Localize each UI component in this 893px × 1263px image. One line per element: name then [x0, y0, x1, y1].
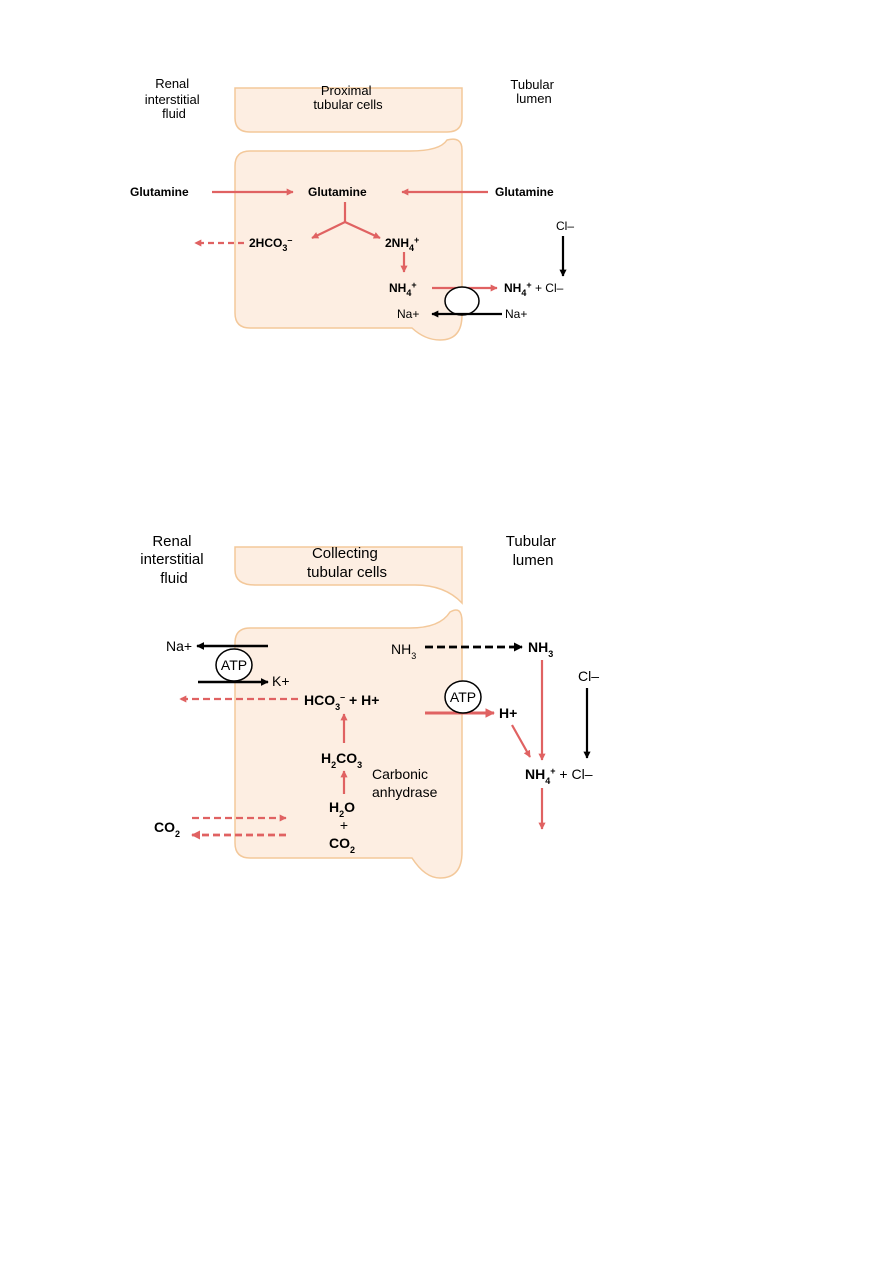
top-panel: Renal interstitial fluid Proximal tubula…: [130, 76, 574, 341]
bicarbonate-2: 2HCO3–: [249, 235, 292, 253]
arrow-to-ammonium: [344, 220, 381, 240]
enzyme-label: Carbonic anhydrase: [372, 766, 438, 800]
top-header-lumen: Tubular lumen: [510, 77, 557, 106]
top-cell-upper: [234, 87, 463, 133]
glutamine-cell: Glutamine: [308, 185, 367, 199]
ammonium-lumen: NH4+ + Cl–: [504, 280, 564, 298]
arrow-to-bicarbonate: [311, 221, 346, 239]
water: H2O: [329, 799, 355, 819]
chloride-top: Cl–: [556, 219, 574, 233]
ammonium-cell: NH4+: [389, 280, 417, 298]
carbonic-acid: H2CO3: [321, 750, 362, 770]
glutamine-lumen: Glutamine: [495, 185, 554, 199]
bottom-header-cell: Collecting tubular cells: [307, 545, 387, 581]
bicarbonate-hydrogen: HCO3– + H+: [304, 692, 379, 712]
na-bottom: Na+: [166, 638, 192, 654]
nh3-cell: NH3: [391, 641, 416, 661]
top-header-renal: Renal interstitial fluid: [145, 76, 204, 121]
plus-sign: +: [340, 817, 348, 833]
atp-right-label: ATP: [450, 689, 476, 705]
chloride-bottom: Cl–: [578, 668, 599, 684]
atp-pump-right: [444, 680, 482, 714]
bottom-header-lumen: Tubular lumen: [506, 533, 560, 569]
ammonium-chloride: NH4+ + Cl–: [525, 766, 593, 786]
arrow-h-to-nh4: [511, 724, 531, 758]
glutamine-interstitial: Glutamine: [130, 185, 189, 199]
na-lumen: Na+: [505, 307, 527, 321]
k-bottom: K+: [272, 673, 290, 689]
bottom-cell-main: [234, 609, 463, 879]
bottom-header-renal: Renal interstitial fluid: [140, 533, 208, 587]
ammonium-2: 2NH4+: [385, 235, 419, 253]
na-cell: Na+: [397, 307, 419, 321]
co2-interstitial: CO2: [154, 819, 180, 839]
bottom-cell-upper: [234, 546, 463, 605]
co2-cell: CO2: [329, 835, 355, 855]
nh4-na-exchanger: [444, 286, 480, 316]
hydrogen-lumen: H+: [499, 705, 517, 721]
bottom-panel: Renal interstitial fluid Collecting tubu…: [140, 533, 599, 879]
nh3-lumen: NH3: [528, 639, 553, 659]
atp-left-label: ATP: [221, 657, 247, 673]
top-header-cell: Proximal tubular cells: [313, 83, 383, 112]
